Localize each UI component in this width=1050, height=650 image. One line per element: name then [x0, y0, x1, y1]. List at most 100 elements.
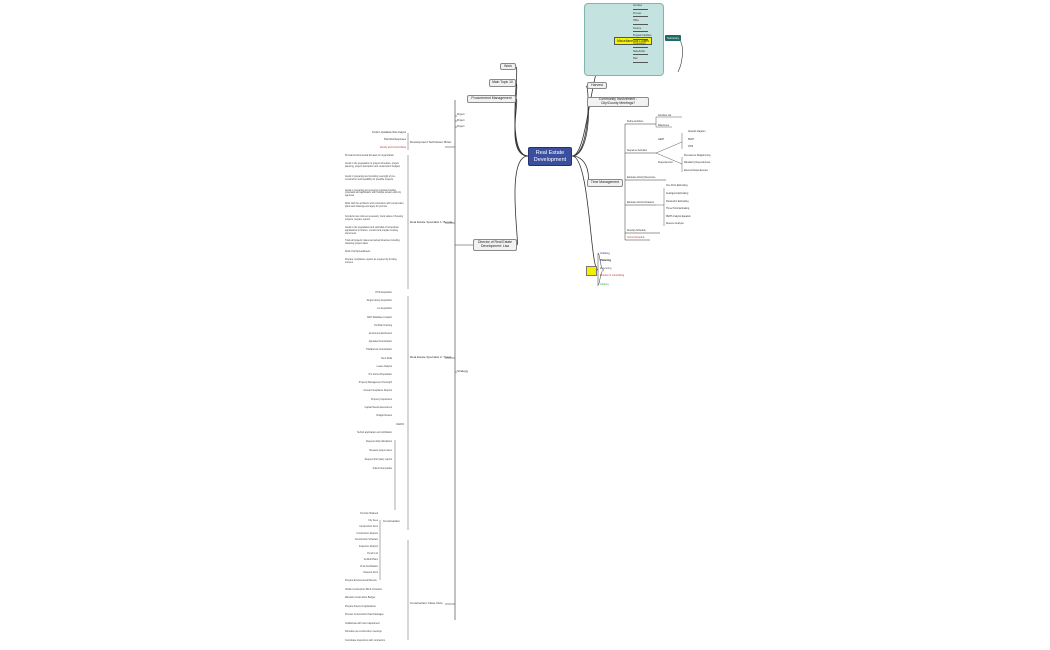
time-sub2-item[interactable]: PERT — [688, 139, 695, 141]
responsibility-item[interactable]: Assist in the preparation and submittal … — [345, 227, 399, 235]
construction-item[interactable]: Punch List — [367, 552, 378, 555]
time-sub2-item[interactable]: External Dependencies — [684, 170, 708, 172]
closeout-item[interactable]: Process Construction Draw Packages — [345, 614, 384, 616]
closeout-item[interactable]: Prepare Environmental Review — [345, 580, 377, 582]
spec-item[interactable]: Single Family Acquisition — [366, 300, 392, 303]
spec-item[interactable]: Budget Review — [376, 415, 392, 417]
spec-item[interactable]: Appraisal Coordination — [368, 341, 392, 344]
central-topic[interactable]: Real Estate Development — [528, 147, 572, 166]
time-group-4[interactable]: Develop Schedule — [627, 230, 646, 232]
spec-item[interactable]: Capital Needs Assessment — [364, 406, 392, 409]
construction-item[interactable]: As-Built Plans — [363, 559, 378, 562]
dev-item[interactable]: Perform Qualitative Risk Analysis — [372, 132, 406, 134]
time-group-0[interactable]: Define Activities — [627, 121, 644, 123]
time-sub3-item[interactable]: One Point Estimating — [666, 185, 688, 187]
misc-item[interactable]: Stakeholder — [633, 51, 648, 56]
uhfc-item[interactable]: Submit final packet — [372, 468, 392, 470]
spec-item[interactable]: HUD Acquisition — [375, 292, 392, 294]
time-group-2[interactable]: Estimate Activity Resources — [627, 177, 656, 179]
misc-item[interactable]: Organization — [633, 43, 648, 48]
misc-item[interactable]: Program Facilities — [633, 35, 651, 40]
legend-item-2[interactable]: Executing — [600, 267, 612, 270]
closeout-item[interactable]: Obtain Construction Bid & Contracts — [345, 588, 382, 591]
responsibility-item[interactable]: Provide Environmental Reviews for organi… — [345, 155, 394, 157]
work-node[interactable]: Work — [500, 63, 516, 70]
misc-item[interactable]: Activities — [633, 5, 648, 10]
dev-item[interactable]: Plan Risk Responses — [384, 139, 406, 141]
responsibility-item[interactable]: Conducts site visits as necessary; track… — [345, 216, 404, 222]
time-sub3-item[interactable]: Parametric Estimating — [666, 201, 689, 203]
summary-badge[interactable]: Summary — [665, 35, 681, 41]
time-sub2-item[interactable]: Dependencies — [658, 162, 673, 164]
time-sub2-item[interactable]: Mandatory Dependencies — [684, 162, 711, 164]
spec-item[interactable]: Title/Escrow Coordination — [365, 349, 392, 352]
misc-item[interactable]: Process — [633, 13, 648, 18]
spec-item[interactable]: Rent Rolls — [381, 357, 392, 360]
dev-item[interactable]: Identify and Control Risks — [379, 147, 406, 149]
construction-item[interactable]: Final Certification — [360, 565, 378, 568]
project-label[interactable]: Project — [457, 125, 465, 128]
closeout-item[interactable]: Collaborate with client department — [345, 622, 380, 625]
responsibility-item[interactable]: Assist in preparing and ensuring complet… — [345, 189, 402, 198]
procurement-node[interactable]: Procurement Management — [467, 95, 516, 103]
closeout-item[interactable]: Coordinate inspections with contractors — [345, 639, 386, 642]
construction-item[interactable]: Permits Obtained — [360, 513, 378, 515]
main-topic-10-node[interactable]: Main Topic 10 — [489, 79, 516, 87]
responsibility-item[interactable]: Assist in the preparation of project sch… — [345, 162, 400, 168]
spec-item[interactable]: Pro Forma Preparation — [368, 374, 392, 376]
construction-item[interactable]: Construction Reports — [356, 532, 378, 535]
closeout-item[interactable]: Prepare Payment Applications — [345, 605, 376, 608]
community-node[interactable]: Community Involvement - City/County Meet… — [587, 97, 649, 107]
time-group-1[interactable]: Sequence Activities — [627, 150, 647, 152]
time-sub2-item[interactable]: GERT — [658, 139, 665, 141]
time-sub1-item[interactable]: Activities List — [658, 115, 672, 117]
uhfc-item[interactable]: Request utility allocations — [366, 441, 392, 443]
construction-item[interactable]: Inspection Reports — [358, 546, 378, 548]
construction-item[interactable]: City Fees — [368, 519, 378, 522]
responsibility-item[interactable]: Draft of all Spreadsheets — [345, 251, 371, 253]
misc-item[interactable]: Finance — [633, 28, 648, 33]
time-sub2-item[interactable]: CPM — [688, 146, 694, 148]
time-sub3-item[interactable]: Reserve Analysis — [666, 223, 684, 225]
responsibility-item[interactable]: Assist in preparing and providing oversi… — [345, 176, 396, 181]
responsibility-item[interactable]: Prepare compliance reports as required b… — [345, 258, 397, 264]
project-label[interactable]: Project — [457, 113, 465, 116]
uhfc-item[interactable]: Submit application and notification — [357, 432, 392, 434]
legend-item-1[interactable]: Planning — [600, 259, 611, 262]
director-node[interactable]: Director of Real Estate Development: Lis… — [473, 239, 517, 251]
project-label[interactable]: Project — [457, 119, 465, 122]
spec-item[interactable]: Environmental Review — [369, 333, 392, 335]
misc-item[interactable]: Office — [633, 20, 648, 25]
spec-item[interactable]: Property Management Oversight — [358, 382, 392, 385]
spec-item[interactable]: Property Inspections — [371, 398, 392, 401]
spec-item[interactable]: Lease Analysis — [376, 365, 392, 368]
uhfc-item[interactable]: Request project name — [369, 450, 392, 452]
construction-item[interactable]: Construction Schedule — [354, 539, 378, 542]
legend-item-0[interactable]: Initiating — [600, 252, 610, 255]
time-management-node[interactable]: Time Management — [587, 179, 623, 187]
legend-item-3[interactable]: Monitor & Controlling — [600, 274, 625, 277]
time-sub3-item[interactable]: PERT Analysis Equation — [666, 216, 691, 218]
time-group-3[interactable]: Estimate Activity Durations — [627, 202, 655, 204]
time-group-5[interactable]: Control Schedule — [627, 237, 645, 239]
spec-item[interactable]: Lot Acquisition — [377, 308, 392, 311]
responsibility-item[interactable]: Track all projects' dates and actual tim… — [345, 240, 400, 246]
closeout-item[interactable]: Maintain Construction Budget — [345, 597, 376, 599]
construction-item[interactable]: Construction Docs — [359, 526, 378, 529]
legend-item-4[interactable]: Closing — [600, 283, 609, 286]
misc-item[interactable]: Misc — [633, 58, 648, 63]
spec-item[interactable]: Portfolio Tracking — [374, 324, 392, 327]
construction-item[interactable]: Closeout Docs — [363, 572, 378, 575]
time-sub2-item[interactable]: Precedence Diagramming — [684, 155, 711, 157]
responsibility-item[interactable]: Work with the architects and contractors… — [345, 203, 404, 208]
spec-item[interactable]: CDFI Database Creation — [366, 316, 392, 319]
spec-item[interactable]: Annual Compliance Reports — [363, 390, 392, 393]
time-sub3-item[interactable]: Analogous Estimating — [666, 193, 689, 195]
misc-duties-node[interactable]: Miscellaneous Duties — [614, 37, 652, 45]
closeout-item[interactable]: Schedule pre-construction meetings — [345, 631, 382, 633]
time-sub3-item[interactable]: Three Point Estimating — [666, 208, 690, 210]
time-sub1-item[interactable]: Milestones — [658, 125, 669, 127]
time-sub2-item[interactable]: Network diagram — [688, 131, 706, 133]
uhfc-item[interactable]: Request third party reports — [364, 459, 392, 461]
harvest-node[interactable]: Harvest — [587, 82, 607, 89]
